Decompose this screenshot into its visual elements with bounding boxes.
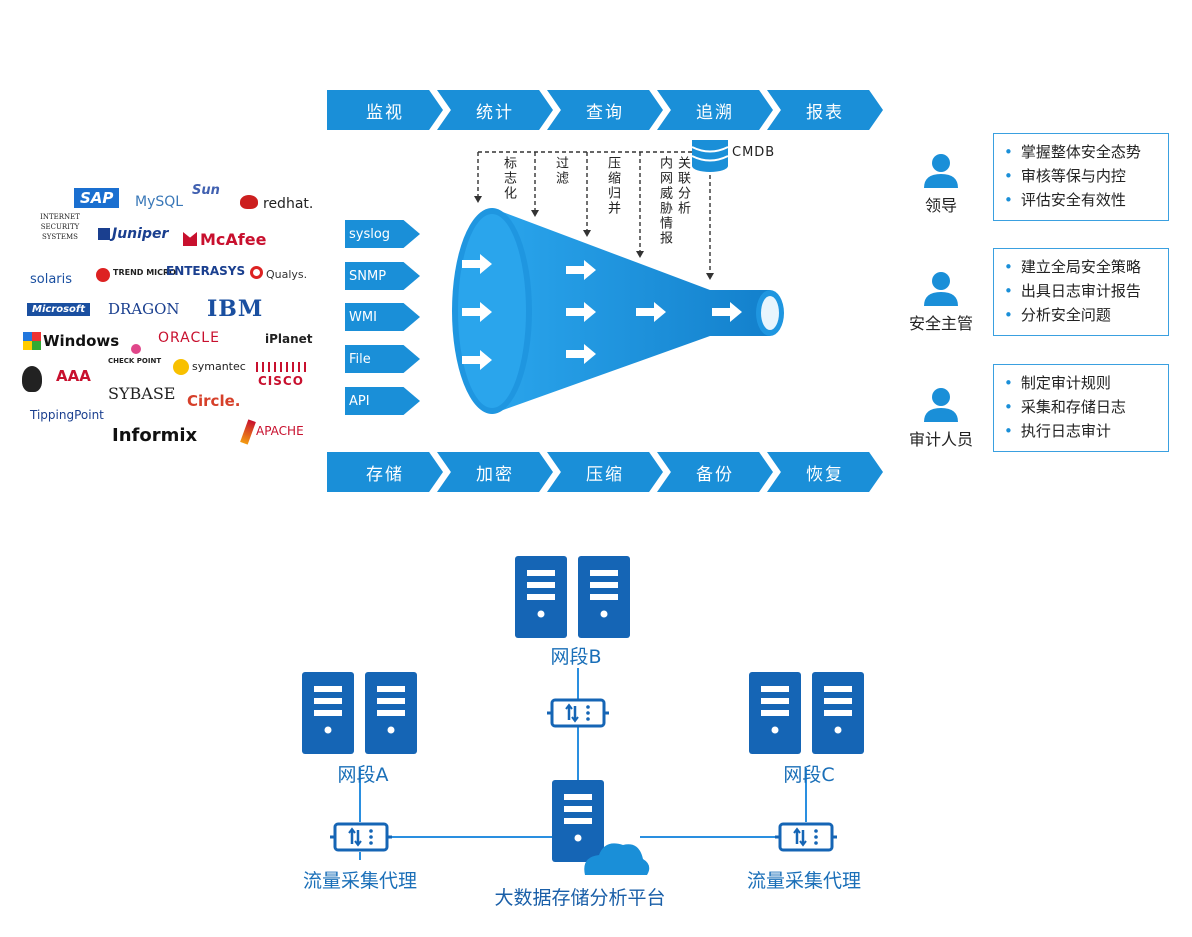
network-topology <box>302 556 864 875</box>
logo-informix: Informix <box>112 425 198 446</box>
redhat-icon <box>240 195 258 209</box>
logo-iss: INTERNET SECURITY SYSTEMS <box>40 213 80 241</box>
logo-dragon: DRAGON <box>108 300 180 318</box>
apache-feather-icon <box>240 419 256 445</box>
logo-apache: APACHE <box>256 424 304 438</box>
label-normalize: 标志化 <box>501 156 516 201</box>
input-api: API <box>345 387 420 415</box>
role-duties: 掌握整体安全态势 审核等保与内控 评估安全有效性 <box>993 133 1169 221</box>
duty-item: 采集和存储日志 <box>1004 395 1168 419</box>
agent-right-label: 流量采集代理 <box>746 870 861 892</box>
platform-label: 大数据存储分析平台 <box>494 887 666 909</box>
logo-windows: Windows <box>43 332 120 350</box>
mcafee-icon <box>183 232 197 246</box>
logo-sun: Sun <box>192 183 220 198</box>
logo-mysql: MySQL <box>135 194 184 210</box>
logo-tippingpoint: TippingPoint <box>30 408 104 422</box>
logo-sap: SAP <box>74 188 120 208</box>
role-duties: 建立全局安全策略 出具日志审计报告 分析安全问题 <box>993 248 1169 336</box>
trend-micro-icon <box>96 268 110 282</box>
person-icon <box>924 154 958 188</box>
segment-a-label: 网段A <box>337 764 389 786</box>
segment-c-label: 网段C <box>783 764 835 786</box>
person-icon <box>924 388 958 422</box>
duty-item: 制定审计规则 <box>1004 371 1168 395</box>
agent-left-label: 流量采集代理 <box>302 870 417 892</box>
segment-b-label: 网段B <box>550 646 602 668</box>
label-merge: 压缩归并 <box>605 156 620 216</box>
cloud-icon <box>584 843 650 875</box>
step-compress: 压缩 <box>547 452 663 492</box>
logo-circle: Circle. <box>187 392 241 410</box>
logo-ibm: IBM <box>207 296 264 322</box>
step-trace: 追溯 <box>657 90 773 130</box>
person-icon <box>924 272 958 306</box>
step-report: 报表 <box>767 90 883 130</box>
step-encrypt: 加密 <box>437 452 553 492</box>
logo-checkpoint: CHECK POINT <box>108 357 162 365</box>
logo-mcafee: McAfee <box>200 230 267 249</box>
step-store: 存储 <box>327 452 443 492</box>
step-restore: 恢复 <box>767 452 883 492</box>
linux-icon <box>22 366 42 392</box>
logo-redhat: redhat. <box>263 196 314 212</box>
logo-microsoft: Microsoft <box>27 303 91 316</box>
logo-solaris: solaris <box>30 272 73 287</box>
duty-item: 出具日志审计报告 <box>1004 279 1168 303</box>
logo-aaa: AAA <box>56 367 91 385</box>
juniper-icon <box>98 228 110 240</box>
label-filter: 过滤 <box>553 156 568 186</box>
input-syslog: syslog <box>345 220 420 248</box>
label-correlation: 关联分析 <box>675 156 690 216</box>
logo-trend: TREND MICRO <box>113 268 176 277</box>
role-duties: 制定审计规则 采集和存储日志 执行日志审计 <box>993 364 1169 452</box>
input-snmp: SNMP <box>345 262 420 290</box>
role-name: 审计人员 <box>908 430 973 449</box>
duty-item: 执行日志审计 <box>1004 419 1168 443</box>
input-file: File <box>345 345 420 373</box>
cisco-icon <box>256 362 306 372</box>
qualys-icon <box>250 266 263 279</box>
logo-enterasys: ENTERASYS <box>166 264 246 278</box>
duty-item: 建立全局安全策略 <box>1004 255 1168 279</box>
step-backup: 备份 <box>657 452 773 492</box>
funnel-diagram <box>452 140 784 414</box>
checkpoint-icon <box>131 344 141 354</box>
logo-symantec: symantec <box>192 360 246 373</box>
step-query: 查询 <box>547 90 663 130</box>
step-monitor: 监视 <box>327 90 443 130</box>
logo-juniper: Juniper <box>112 226 169 242</box>
duty-item: 掌握整体安全态势 <box>1004 140 1168 164</box>
logo-cisco: CISCO <box>258 374 304 388</box>
windows-icon <box>23 332 41 350</box>
label-threat-intel: 内网威胁情报 <box>657 156 672 246</box>
duty-item: 评估安全有效性 <box>1004 188 1168 212</box>
logo-qualys: Qualys. <box>266 268 308 281</box>
duty-item: 分析安全问题 <box>1004 303 1168 327</box>
logo-oracle: ORACLE <box>158 330 220 346</box>
input-wmi: WMI <box>345 303 420 331</box>
cmdb-label: CMDB <box>732 145 776 160</box>
role-name: 安全主管 <box>908 314 973 333</box>
duty-item: 审核等保与内控 <box>1004 164 1168 188</box>
role-name: 领导 <box>924 196 957 215</box>
step-statistics: 统计 <box>437 90 553 130</box>
database-icon <box>691 140 729 172</box>
symantec-icon <box>173 359 189 375</box>
logo-sybase: SYBASE <box>108 384 176 403</box>
logo-iplanet: iPlanet <box>265 332 313 346</box>
